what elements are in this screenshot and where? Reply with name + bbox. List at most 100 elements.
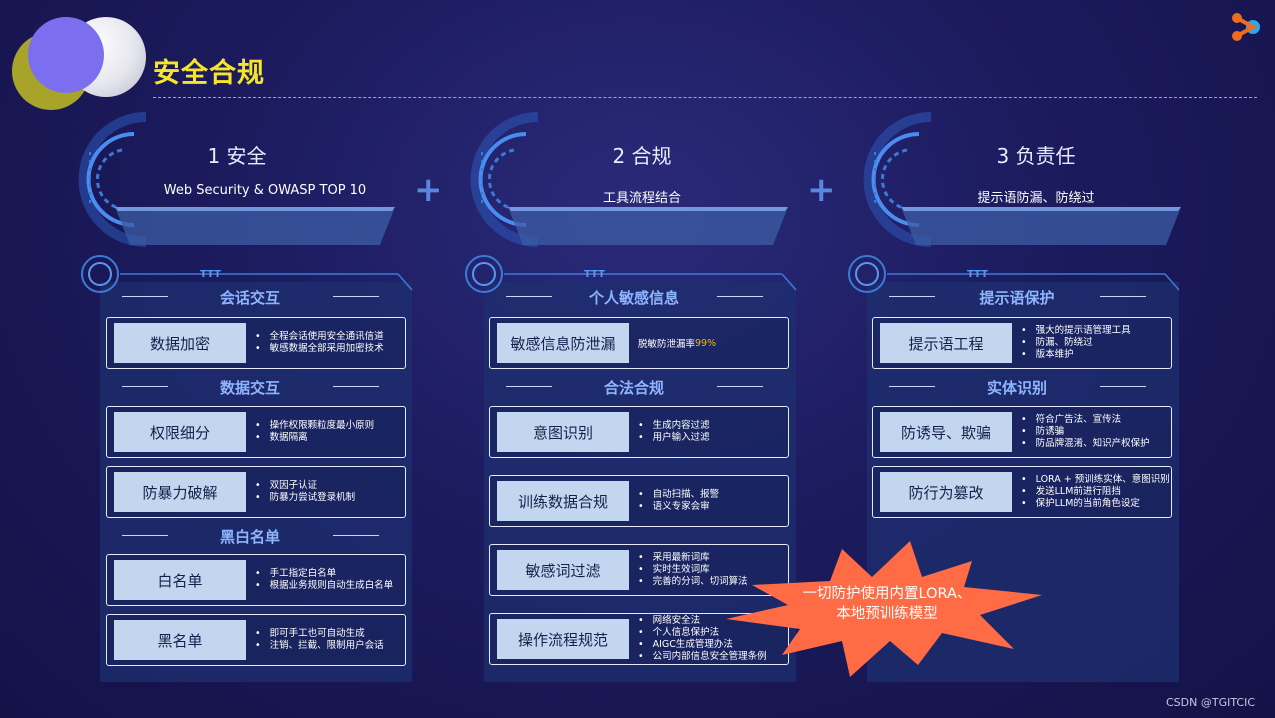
column-3-arc-decor [863,112,932,247]
card-bullets: LORA + 预训练实体、意图识别 发送LLM前进行阻挡 保护LLM的当前角色设… [1021,467,1170,517]
card-label: 操作流程规范 [497,619,629,659]
card-label: 权限细分 [114,412,246,452]
bullet-item: 防诱骗 [1021,426,1150,438]
card-bullets: 全程会话使用安全通讯信道 敏感数据全部采用加密技术 [255,318,384,368]
section-label-entity: 实体识别 [986,379,1047,397]
svg-text:TTT: TTT [584,269,605,280]
column-1-subtitle: Web Security & OWASP TOP 10 [163,183,367,198]
card-anti-inducement: 防诱导、欺骗 符合广告法、宣传法 防诱骗 防品牌混淆、知识产权保护 [872,406,1172,458]
bullet-item: 敏感数据全部采用加密技术 [255,343,384,355]
section-divider [506,386,552,387]
leak-rate-value: 99% [695,337,717,349]
bullet-item: 即可手工也可自动生成 [255,628,384,640]
card-label: 敏感信息防泄漏 [497,323,629,363]
card-whitelist: 白名单 手工指定白名单 根据业务规则自动生成白名单 [106,554,406,606]
bullet-item: 个人信息保护法 [638,627,767,639]
section-divider [889,386,935,387]
card-label: 意图识别 [497,412,629,452]
section-label-personal-info: 个人敏感信息 [588,289,679,307]
column-3-panel-header-decor: TTT [848,255,1180,293]
card-anti-bruteforce: 防暴力破解 双因子认证 防暴力尝试登录机制 [106,466,406,518]
bullet-item: 语义专家会审 [638,501,719,513]
svg-text:TTT: TTT [200,269,221,280]
section-divider [1100,386,1146,387]
bullet-item: 防暴力尝试登录机制 [255,492,356,504]
section-divider [122,386,168,387]
page-title: 安全合规 [153,58,265,89]
bullet-item: 全程会话使用安全通讯信道 [255,331,384,343]
bullet-item: 双因子认证 [255,480,355,492]
bullet-item: 公司内部信息安全管理条例 [638,651,767,663]
section-divider [1100,296,1146,297]
plus-icon: + [414,170,443,210]
card-label: 数据加密 [114,323,246,363]
card-label: 防暴力破解 [114,472,246,512]
column-1-arc-decor [78,112,147,247]
bullet-item: 用户输入过滤 [638,432,710,444]
section-label-session: 会话交互 [219,289,280,307]
section-divider [333,535,379,536]
column-2-trapezoid [508,207,788,245]
card-label: 提示语工程 [880,323,1012,363]
bullet-item: 采用最新词库 [638,552,748,564]
decor-circle-purple [28,17,104,93]
callout-burst [726,541,1042,677]
bullet-item: 数据隔离 [255,432,374,444]
column-2-subtitle: 工具流程结合 [602,191,681,206]
column-1-trapezoid [115,207,395,245]
card-bullets: 采用最新词库 实时生效词库 完善的分词、切词算法 [638,545,748,595]
section-divider [506,296,552,297]
card-label: 防行为篡改 [880,472,1012,512]
bullet-item: 自动扫描、报警 [638,489,720,501]
bullet-item: 保护LLM的当前角色设定 [1021,498,1170,510]
section-label-prompt-protect: 提示语保护 [979,289,1055,307]
card-bullets: 操作权限颗粒度最小原则 数据隔离 [255,407,375,457]
card-prompt-engineering: 提示语工程 强大的提示语管理工具 防漏、防绕过 版本维护 [872,317,1172,369]
column-3-subtitle: 提示语防漏、防绕过 [977,191,1095,206]
column-1-panel-header-decor: TTT [81,255,413,293]
bullet-item: 注销、拦截、限制用户会话 [255,640,384,652]
column-2-panel-header-decor: TTT [465,255,797,293]
section-divider [122,296,168,297]
card-label: 黑名单 [114,620,246,660]
bullet-item: 网络安全法 [638,615,767,627]
card-blacklist: 黑名单 即可手工也可自动生成 注销、拦截、限制用户会话 [106,614,406,666]
card-intent-recognition: 意图识别 生成内容过滤 用户输入过滤 [489,406,789,458]
section-divider [717,296,763,297]
leak-rate-label: 脱敏防泄漏率 [638,339,696,350]
card-anti-tamper: 防行为篡改 LORA + 预训练实体、意图识别 发送LLM前进行阻挡 保护LLM… [872,466,1172,518]
card-bullets: 符合广告法、宣传法 防诱骗 防品牌混淆、知识产权保护 [1021,407,1150,457]
card-bullets: 手工指定白名单 根据业务规则自动生成白名单 [255,555,394,605]
brand-logo-icon [1232,13,1260,41]
section-divider [717,386,763,387]
column-3-heading: 3 负责任 [996,144,1076,168]
section-label-legal: 合法合规 [603,379,664,397]
card-permission: 权限细分 操作权限颗粒度最小原则 数据隔离 [106,406,406,458]
title-divider [153,97,1257,98]
bullet-item: 完善的分词、切词算法 [638,576,748,588]
section-divider [333,386,379,387]
plus-icon: + [807,170,836,210]
card-bullets: 即可手工也可自动生成 注销、拦截、限制用户会话 [255,615,384,665]
section-divider [333,296,379,297]
source-credit: CSDN @TGITCIC [1166,696,1256,709]
bullet-item: 根据业务规则自动生成白名单 [255,580,394,592]
card-label: 防诱导、欺骗 [880,412,1012,452]
section-divider [122,535,168,536]
callout-line-1: 一切防护使用内置LORA、 [802,586,972,602]
bullet-item: 手工指定白名单 [255,568,393,580]
card-label: 敏感词过滤 [497,550,629,590]
bullet-item: LORA + 预训练实体、意图识别 [1021,474,1170,486]
column-2-heading: 2 合规 [612,144,672,168]
column-3-trapezoid [901,207,1181,245]
bullet-item: AIGC生成管理办法 [638,639,767,651]
bullet-item: 实时生效词库 [638,564,748,576]
card-bullets: 自动扫描、报警 语义专家会审 [638,476,720,526]
section-label-data: 数据交互 [219,379,280,397]
card-bullets: 双因子认证 防暴力尝试登录机制 [255,467,356,517]
bullet-item: 强大的提示语管理工具 [1021,325,1131,337]
bullet-item: 版本维护 [1021,349,1131,361]
bullet-item: 发送LLM前进行阻挡 [1021,486,1170,498]
column-1-heading: 1 安全 [207,144,267,168]
